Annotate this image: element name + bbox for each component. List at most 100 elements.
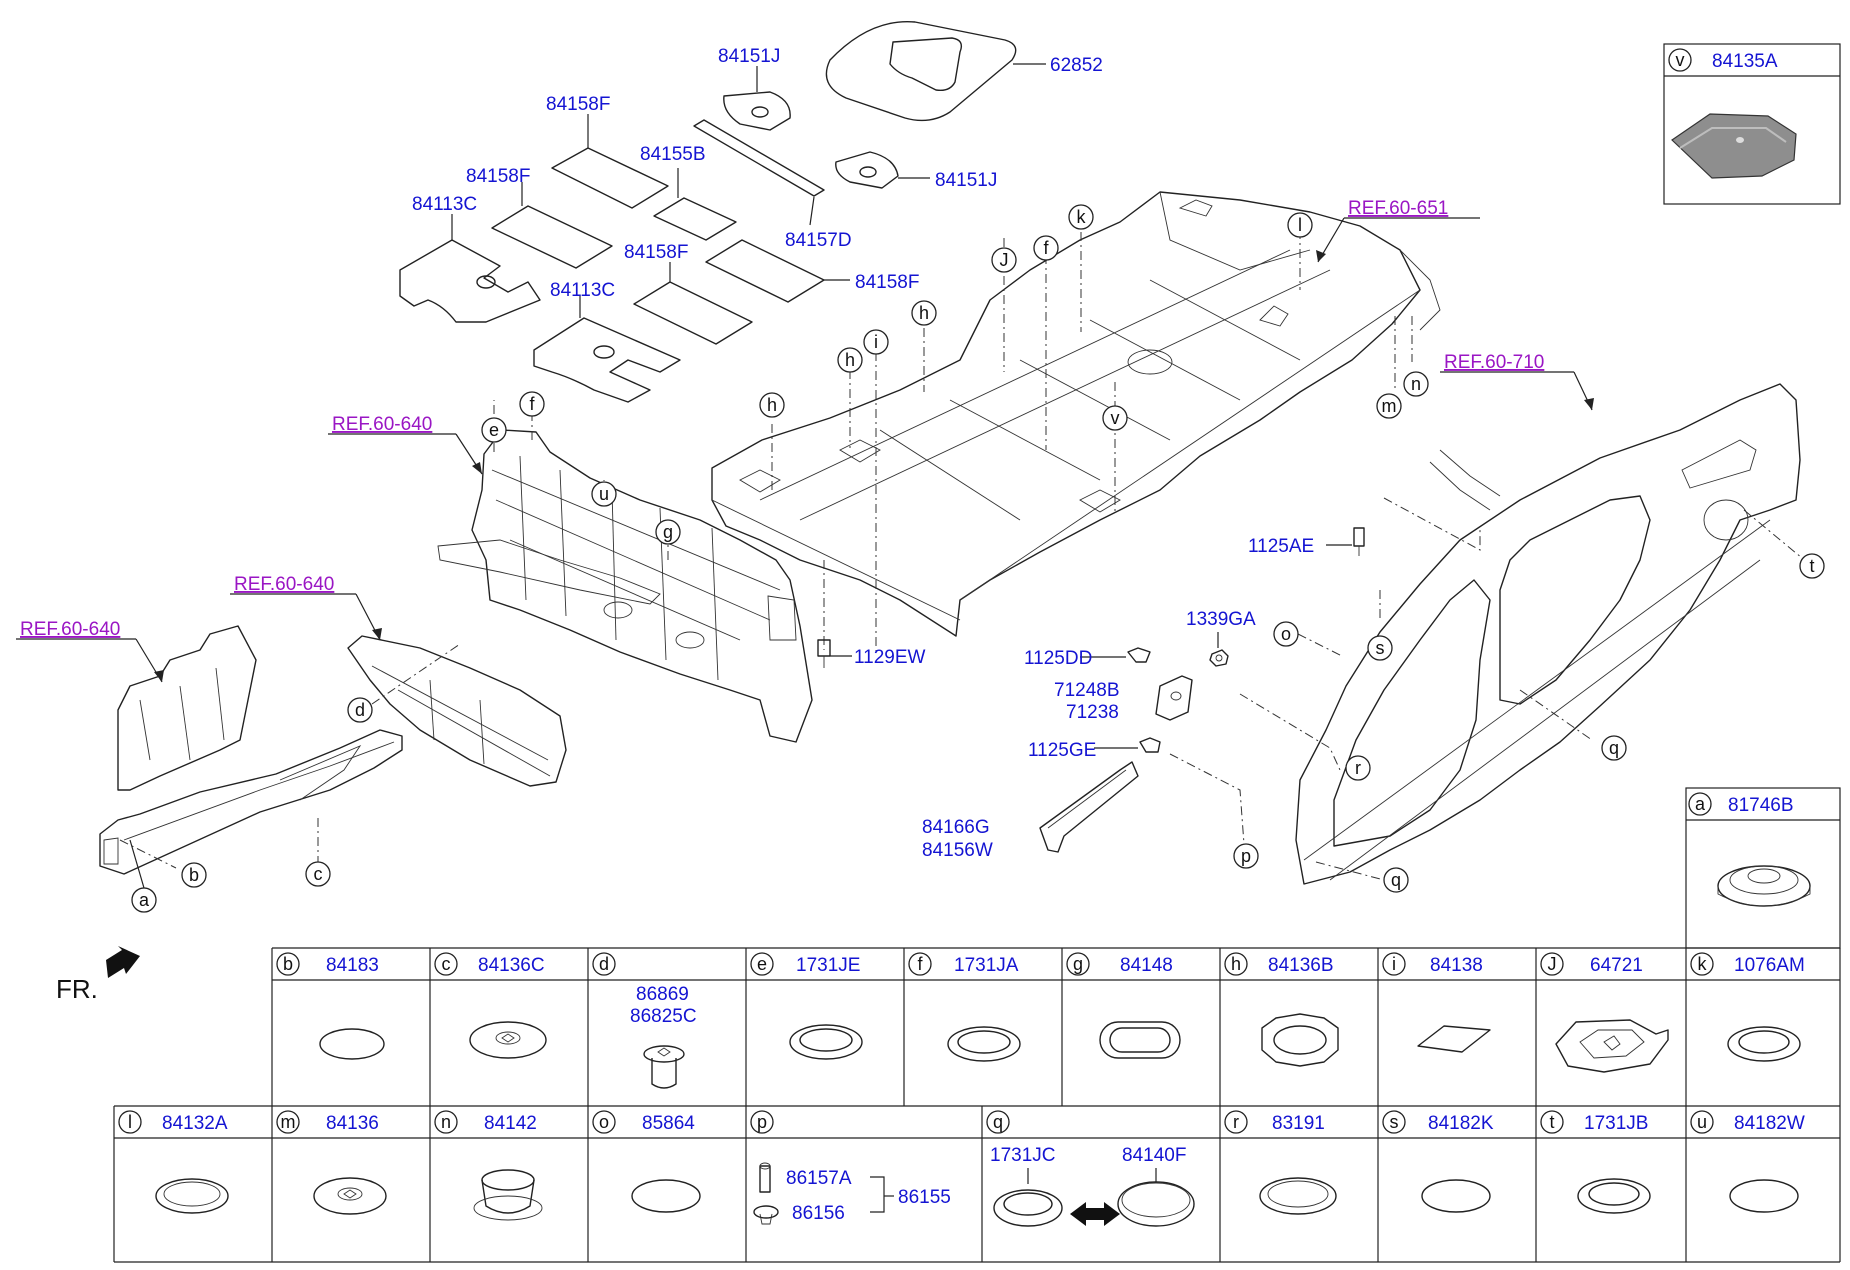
table-m-code: 84136 xyxy=(326,1113,379,1134)
svg-text:c: c xyxy=(442,954,451,974)
pad-62852 xyxy=(825,20,1017,122)
inset-v-box xyxy=(1663,43,1841,205)
svg-text:s: s xyxy=(1390,1112,1399,1132)
part-84138 xyxy=(1417,1025,1491,1053)
table-p-code-2: 86156 xyxy=(792,1203,845,1224)
label-1339ga: 1339GA xyxy=(1186,609,1256,630)
callout-a-member: a xyxy=(131,887,157,913)
table-f-letter: f xyxy=(908,952,932,976)
svg-text:n: n xyxy=(1411,374,1421,394)
label-84113c-left: 84113C xyxy=(412,194,477,215)
table-l-letter: l xyxy=(118,1110,142,1134)
svg-text:q: q xyxy=(1391,870,1401,890)
label-71248b: 71248B xyxy=(1054,680,1120,701)
inset-v-code: 84135A xyxy=(1712,51,1778,72)
table-r-code: 83191 xyxy=(1272,1113,1325,1134)
table-m-letter: m xyxy=(276,1110,300,1134)
svg-text:g: g xyxy=(663,522,673,542)
floor-panel-assembly xyxy=(711,191,1441,637)
inset-a-code: 81746B xyxy=(1728,795,1794,816)
plug-84135a xyxy=(1671,113,1797,179)
callout-u-dash: u xyxy=(591,481,617,507)
callout-b-member: b xyxy=(181,862,207,888)
part-84183 xyxy=(319,1028,385,1060)
svg-text:u: u xyxy=(599,484,609,504)
part-86156 xyxy=(753,1205,779,1225)
callout-f-dash: f xyxy=(519,391,545,417)
label-84156w: 84156W xyxy=(922,840,993,861)
svg-text:l: l xyxy=(1298,215,1302,235)
callout-q-side-lower: q xyxy=(1383,867,1409,893)
callout-o-side: o xyxy=(1273,621,1299,647)
ref-60-640-dash: REF.60-640 xyxy=(332,414,432,435)
svg-text:g: g xyxy=(1073,954,1083,974)
table-d-letter: d xyxy=(592,952,616,976)
dash-cowl-panel xyxy=(437,429,813,743)
label-71238: 71238 xyxy=(1066,702,1119,723)
svg-text:n: n xyxy=(441,1112,451,1132)
svg-text:m: m xyxy=(1382,396,1397,416)
pad-84158f-left xyxy=(491,205,613,269)
part-84136b xyxy=(1261,1013,1339,1067)
label-84155b: 84155B xyxy=(640,144,706,165)
svg-text:l: l xyxy=(128,1112,132,1132)
table-k-code: 1076AM xyxy=(1734,955,1805,976)
fr-label: FR. xyxy=(56,974,98,1004)
svg-text:e: e xyxy=(757,954,767,974)
inset-v-letter: v xyxy=(1668,48,1692,72)
table-e-letter: e xyxy=(750,952,774,976)
part-1731jc xyxy=(993,1189,1063,1227)
svg-text:q: q xyxy=(1609,738,1619,758)
table-g-code: 84148 xyxy=(1120,955,1173,976)
label-84157d: 84157D xyxy=(785,230,852,251)
callout-p-side: p xyxy=(1233,843,1259,869)
svg-text:d: d xyxy=(599,954,609,974)
callout-t-side: t xyxy=(1799,553,1825,579)
table-q-code-1: 1731JC xyxy=(990,1145,1056,1166)
svg-text:k: k xyxy=(1698,954,1708,974)
table-c-letter: c xyxy=(434,952,458,976)
svg-text:s: s xyxy=(1376,638,1385,658)
label-1125ge: 1125GE xyxy=(1028,740,1096,761)
bolt-1125dd xyxy=(1127,647,1151,663)
svg-text:c: c xyxy=(314,864,323,884)
table-u-code: 84182W xyxy=(1734,1113,1805,1134)
table-t-code: 1731JB xyxy=(1584,1113,1648,1134)
table-o-code: 85864 xyxy=(642,1113,695,1134)
pad-84151j-right xyxy=(835,151,899,189)
svg-text:r: r xyxy=(1355,758,1361,778)
svg-text:m: m xyxy=(281,1112,296,1132)
lower-dash-panel xyxy=(347,635,567,787)
part-64721 xyxy=(1555,1019,1669,1073)
callout-f-floor: f xyxy=(1033,235,1059,261)
label-84158f-top: 84158F xyxy=(546,94,610,115)
part-1731je xyxy=(789,1024,863,1060)
svg-text:v: v xyxy=(1676,50,1685,70)
table-q-code-2: 84140F xyxy=(1122,1145,1186,1166)
table-s-code: 84182K xyxy=(1428,1113,1494,1134)
label-1125ae: 1125AE xyxy=(1248,536,1314,557)
interchange-arrow-icon xyxy=(1070,1202,1120,1226)
callout-k-floor: k xyxy=(1068,204,1094,230)
bolt-1125ge xyxy=(1139,737,1161,753)
part-84136c xyxy=(469,1021,547,1059)
table-g-letter: g xyxy=(1066,952,1090,976)
svg-text:f: f xyxy=(1043,238,1049,258)
callout-r-side: r xyxy=(1345,755,1371,781)
label-84158f-right: 84158F xyxy=(855,272,919,293)
callout-h-floor-2: h xyxy=(837,347,863,373)
table-e-code: 1731JE xyxy=(796,955,860,976)
svg-text:v: v xyxy=(1111,408,1120,428)
svg-text:t: t xyxy=(1549,1112,1554,1132)
part-86825c xyxy=(643,1045,685,1089)
pad-84113c-right xyxy=(533,317,681,403)
svg-text:h: h xyxy=(1231,954,1241,974)
svg-text:p: p xyxy=(1241,846,1251,866)
svg-text:a: a xyxy=(139,890,150,910)
callout-v-floor: v xyxy=(1102,405,1128,431)
table-b-letter: b xyxy=(276,952,300,976)
pad-84151j-upper xyxy=(723,91,791,131)
table-i-letter: i xyxy=(1382,952,1406,976)
part-83191 xyxy=(1259,1177,1337,1215)
front-side-member xyxy=(99,625,403,875)
